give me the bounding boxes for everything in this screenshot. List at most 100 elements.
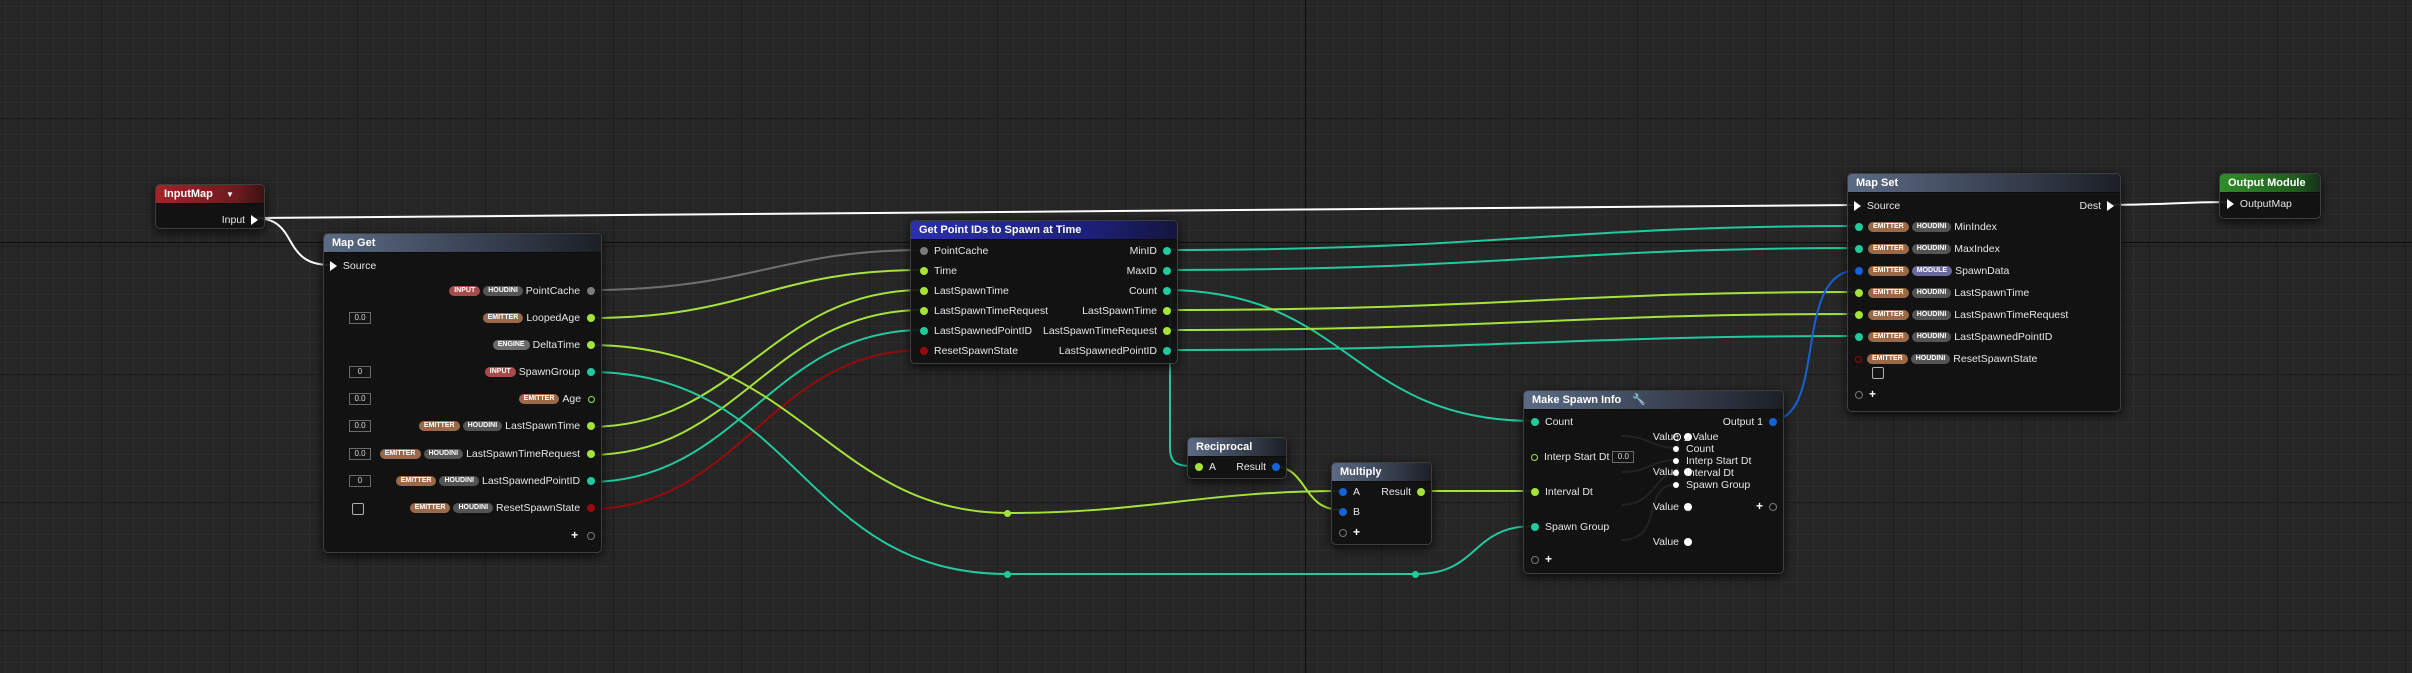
multiply-node[interactable]: Multiply A B Result +: [1331, 462, 1432, 545]
int-pin-icon[interactable]: [920, 327, 928, 336]
exec-pin-icon[interactable]: [2107, 201, 2114, 212]
msi-struct-field-interp[interactable]: Interp Start Dt: [1673, 454, 1751, 468]
map-get-header[interactable]: Map Get: [324, 234, 601, 253]
value-pin-icon[interactable]: [1684, 468, 1692, 477]
int-pin-icon[interactable]: [1855, 333, 1863, 342]
resetspawnstate-checkbox[interactable]: [1872, 367, 1884, 379]
int-pin-icon[interactable]: [1855, 245, 1863, 254]
msi-struct-field-interval[interactable]: Interval Dt: [1673, 466, 1734, 480]
gpi-input-pointcache[interactable]: PointCache: [920, 244, 988, 258]
float-pin-icon[interactable]: [1531, 488, 1539, 497]
struct-collapse-icon[interactable]: ◢: [1684, 435, 1690, 442]
gpi-output-maxid[interactable]: MaxID: [1127, 264, 1171, 278]
struct-ring-icon[interactable]: [1673, 433, 1681, 442]
value-pin-icon[interactable]: [1684, 503, 1692, 512]
add-input-ring-icon[interactable]: [1855, 391, 1863, 400]
object-pin-icon[interactable]: [587, 287, 595, 296]
value-pin-icon[interactable]: [1673, 446, 1679, 453]
add-pin-icon[interactable]: +: [571, 528, 579, 542]
output-module-input-row[interactable]: OutputMap: [2227, 197, 2292, 211]
msi-struct-header[interactable]: ◢Value: [1673, 430, 1718, 444]
add-pin-icon[interactable]: +: [1755, 499, 1763, 513]
float-pin-icon[interactable]: [1855, 311, 1863, 320]
float-pin-icon[interactable]: [920, 287, 928, 296]
exec-pin-icon[interactable]: [330, 261, 337, 272]
float-pin-icon[interactable]: [587, 314, 595, 323]
int-pin-icon[interactable]: [1531, 523, 1539, 532]
map-set-source-row[interactable]: Source: [1854, 199, 1900, 213]
msi-struct-field-count[interactable]: Count: [1673, 442, 1714, 456]
msi-input-spawn-group[interactable]: Spawn Group: [1531, 520, 1609, 534]
gpi-input-lastspawntime[interactable]: LastSpawnTime: [920, 284, 1009, 298]
multiply-output-result[interactable]: Result: [1381, 485, 1425, 499]
reroute-node-spawngroup-2[interactable]: [1412, 571, 1419, 578]
struct-pin-icon[interactable]: [1769, 418, 1777, 427]
msi-input-count[interactable]: Count: [1531, 415, 1573, 429]
gpi-input-lastspawnedpointid[interactable]: LastSpawnedPointID: [920, 324, 1032, 338]
make-spawn-info-header[interactable]: Make Spawn Info 🔧: [1524, 391, 1783, 410]
struct-pin-icon[interactable]: [1855, 267, 1863, 276]
float-pin-icon[interactable]: [1339, 508, 1347, 517]
gpi-output-lastspawntimerequest[interactable]: LastSpawnTimeRequest: [1043, 324, 1171, 338]
float-pin-unconnected-icon[interactable]: [588, 395, 595, 403]
reciprocal-header[interactable]: Reciprocal: [1188, 438, 1286, 457]
exec-pin-icon[interactable]: [251, 215, 258, 226]
reciprocal-node[interactable]: Reciprocal A Result: [1187, 437, 1287, 479]
float-pin-icon[interactable]: [587, 341, 595, 350]
exec-pin-icon[interactable]: [2227, 199, 2234, 210]
input-map-header[interactable]: InputMap ▼: [156, 185, 264, 204]
gpi-input-resetspawnstate[interactable]: ResetSpawnState: [920, 344, 1018, 358]
input-map-output-row[interactable]: Input: [222, 213, 258, 227]
int-pin-icon[interactable]: [1163, 247, 1171, 256]
map-set-header[interactable]: Map Set: [1848, 174, 2120, 193]
float-pin-unconnected-icon[interactable]: [1531, 453, 1538, 461]
chevron-down-icon[interactable]: ▼: [225, 190, 234, 199]
float-pin-icon[interactable]: [920, 267, 928, 276]
add-output-ring-icon[interactable]: [587, 532, 595, 541]
bool-pin-unconnected-icon[interactable]: [1855, 355, 1862, 363]
reroute-node-deltatime[interactable]: [1004, 510, 1011, 517]
bool-pin-icon[interactable]: [920, 347, 928, 356]
output-module-header[interactable]: Output Module: [2220, 174, 2320, 193]
float-pin-icon[interactable]: [1163, 307, 1171, 316]
int-pin-icon[interactable]: [1855, 223, 1863, 232]
add-pin-icon[interactable]: +: [1869, 387, 1877, 401]
add-pin-icon[interactable]: +: [1353, 525, 1361, 539]
multiply-header[interactable]: Multiply: [1332, 463, 1431, 482]
float-pin-icon[interactable]: [587, 422, 595, 431]
map-set-dest-row[interactable]: Dest: [2079, 199, 2114, 213]
msi-intervaldt-value[interactable]: Value: [1653, 500, 1692, 514]
add-output-ring-icon[interactable]: [1769, 503, 1777, 512]
lastspawntimerequest-default-value[interactable]: 0.0: [349, 448, 371, 460]
add-pin-icon[interactable]: +: [1545, 552, 1553, 566]
gpi-output-count[interactable]: Count: [1129, 284, 1171, 298]
float-pin-icon[interactable]: [1339, 488, 1347, 497]
lastspawnedpointid-default-value[interactable]: 0: [349, 475, 371, 487]
gpi-output-lastspawnedpointid[interactable]: LastSpawnedPointID: [1059, 344, 1171, 358]
gpi-output-lastspawntime[interactable]: LastSpawnTime: [1082, 304, 1171, 318]
int-pin-icon[interactable]: [587, 477, 595, 486]
msi-interval-value[interactable]: Value: [1653, 465, 1692, 479]
exec-pin-icon[interactable]: [1854, 201, 1861, 212]
input-map-node[interactable]: InputMap ▼ Input: [155, 184, 265, 229]
value-pin-icon[interactable]: [1673, 482, 1679, 489]
float-pin-icon[interactable]: [1163, 327, 1171, 336]
map-set-add-pin-row[interactable]: +: [1855, 387, 1876, 401]
multiply-input-a[interactable]: A: [1339, 485, 1360, 499]
add-input-ring-icon[interactable]: [1339, 529, 1347, 538]
age-default-value[interactable]: 0.0: [349, 393, 371, 405]
